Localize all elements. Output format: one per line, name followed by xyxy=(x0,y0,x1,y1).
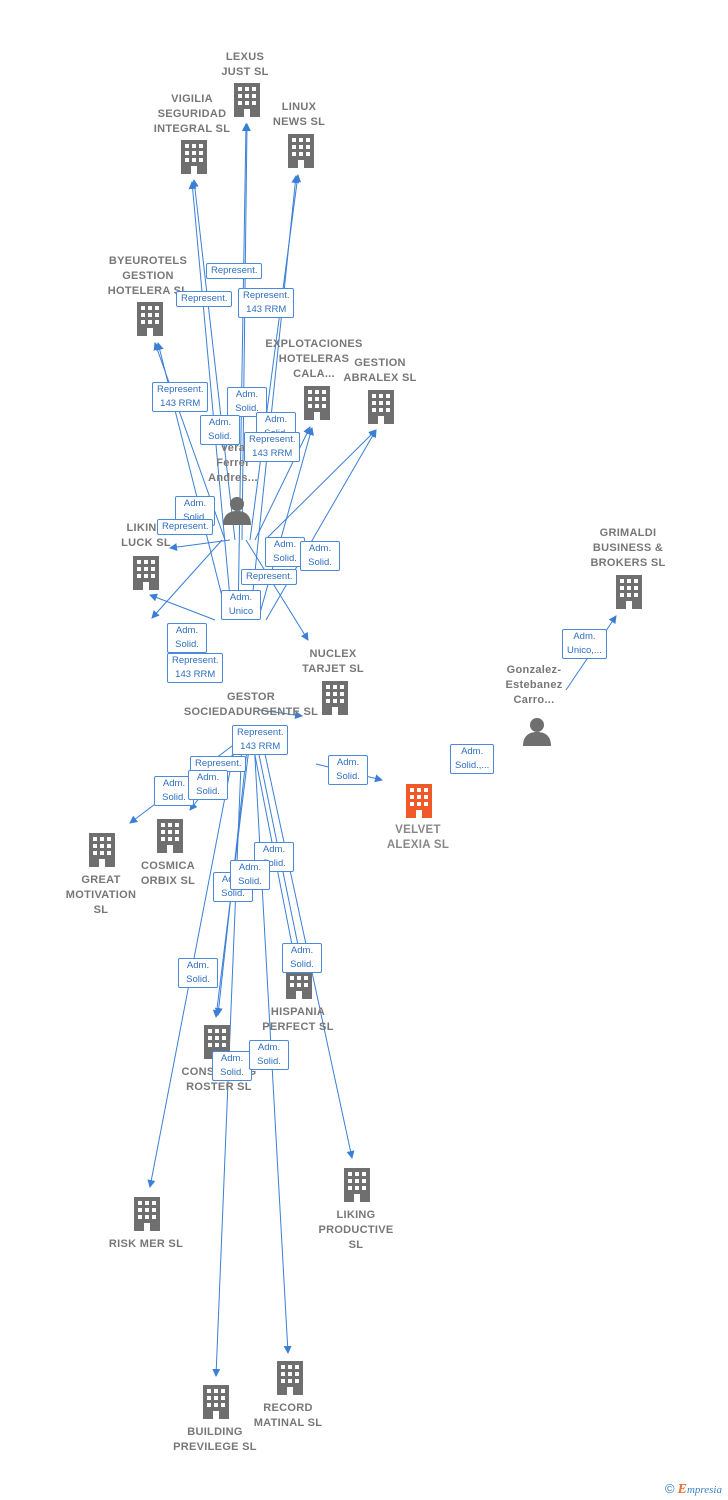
relationship-badge[interactable]: Represent. 143 RRM xyxy=(167,653,224,683)
copyright-icon: © xyxy=(664,1481,675,1496)
company-building-icon[interactable] xyxy=(304,386,330,420)
relationship-badge[interactable]: Adm. Solid. xyxy=(167,623,207,653)
edge-line xyxy=(264,429,377,541)
relationship-badge[interactable]: Represent. 143 RRM xyxy=(244,432,301,462)
company-name-label[interactable]: LIKING PRODUCTIVE SL xyxy=(318,1209,394,1251)
company-name-label[interactable]: COSMICA ORBIX SL xyxy=(140,860,196,887)
edge-line xyxy=(259,709,303,719)
brand-footer: © Empresia xyxy=(665,1481,722,1498)
focus-company-building-icon[interactable] xyxy=(406,784,432,818)
brand-name[interactable]: mpresia xyxy=(686,1484,722,1496)
relationship-badge[interactable]: Represent. xyxy=(176,291,233,307)
edge-line xyxy=(169,539,231,552)
company-building-icon[interactable] xyxy=(133,556,159,590)
edge-line xyxy=(190,179,236,541)
relationship-badge[interactable]: Represent. xyxy=(241,569,298,585)
relationship-badge[interactable]: Adm. Unico,... xyxy=(562,629,607,659)
company-building-icon[interactable] xyxy=(134,1197,160,1231)
company-name-label[interactable]: RISK MER SL xyxy=(108,1238,184,1250)
company-name-label[interactable]: LEXUS JUST SL xyxy=(221,51,269,78)
company-name-label[interactable]: VIGILIA SEGURIDAD INTEGRAL SL xyxy=(153,93,231,135)
company-name-label[interactable]: BUILDING PREVILEGE SL xyxy=(173,1426,257,1453)
edges-layer xyxy=(129,123,617,1377)
company-building-icon[interactable] xyxy=(181,140,207,174)
person-icon[interactable] xyxy=(223,497,251,525)
company-name-label[interactable]: GESTION ABRALEX SL xyxy=(343,357,417,384)
relationship-badge[interactable]: Adm. Solid. xyxy=(328,755,368,785)
company-building-icon[interactable] xyxy=(368,390,394,424)
relationship-badge[interactable]: Adm. Solid. xyxy=(254,842,294,872)
company-name-label[interactable]: EXPLOTACIONES HOTELERAS CALA... xyxy=(265,338,363,380)
company-name-label[interactable]: GREAT MOTIVATION SL xyxy=(65,874,137,916)
edge-line xyxy=(237,123,250,621)
company-name-label[interactable]: VELVET ALEXIA SL xyxy=(386,824,450,851)
relationship-badge[interactable]: Adm. Solid. xyxy=(230,860,270,890)
person-name-label[interactable]: Vera Ferrer Andres... xyxy=(208,442,258,484)
company-building-icon[interactable] xyxy=(344,1168,370,1202)
person-icon[interactable] xyxy=(523,718,551,746)
relationship-badge[interactable]: Adm. Solid. xyxy=(154,776,194,806)
relationship-badge[interactable]: Adm. Solid. xyxy=(178,958,218,988)
company-name-label[interactable]: GESTOR SOCIEDADURGENTE SL xyxy=(183,691,319,718)
edge-line xyxy=(188,181,233,621)
relationship-badge[interactable]: Adm. Solid. xyxy=(265,537,305,567)
relationship-badge[interactable]: Adm. Unico xyxy=(221,590,261,620)
company-name-label[interactable]: RECORD MATINAL SL xyxy=(253,1402,323,1429)
company-building-icon[interactable] xyxy=(616,575,642,609)
edge-line xyxy=(151,539,223,619)
relationship-badge[interactable]: Represent. 143 RRM xyxy=(152,382,209,412)
edge-line xyxy=(254,426,311,541)
company-building-icon[interactable] xyxy=(288,134,314,168)
company-name-label[interactable]: BYEUROTELS GESTION HOTELERA SL xyxy=(107,255,188,297)
relationship-badge[interactable]: Adm. Solid. xyxy=(300,541,340,571)
edge-line xyxy=(249,175,300,621)
relationship-badge[interactable]: Represent. 143 RRM xyxy=(238,288,295,318)
relationship-badge[interactable]: Represent. xyxy=(157,519,214,535)
company-name-label[interactable]: GRIMALDI BUSINESS & BROKERS SL xyxy=(590,527,666,569)
relationship-badge[interactable]: Adm. Solid. xyxy=(249,1040,289,1070)
edge-line xyxy=(265,429,377,621)
company-building-icon[interactable] xyxy=(137,302,163,336)
edge-line xyxy=(149,593,216,621)
relationship-badge[interactable]: Represent. 143 RRM xyxy=(232,725,289,755)
relationship-badge[interactable]: Adm. Solid.,... xyxy=(450,744,495,774)
company-name-label[interactable]: HISPANIA PERFECT SL xyxy=(262,1006,334,1033)
edge-line xyxy=(257,427,314,621)
relationship-badge[interactable]: Represent. xyxy=(206,263,263,279)
company-name-label[interactable]: LIKING LUCK SL xyxy=(121,522,171,549)
relationship-badge[interactable]: Adm. Solid. xyxy=(188,770,228,800)
brand-logo-e: E xyxy=(677,1482,687,1497)
relationship-badge[interactable]: Adm. Solid. xyxy=(212,1051,252,1081)
company-name-label[interactable]: NUCLEX TARJET SL xyxy=(302,648,364,675)
company-name-label[interactable]: LINUX NEWS SL xyxy=(272,101,326,128)
relationship-badge[interactable]: Adm. Solid. xyxy=(200,415,240,445)
company-building-icon[interactable] xyxy=(157,819,183,853)
relationship-badge[interactable]: Adm. Solid. xyxy=(282,943,322,973)
person-name-label[interactable]: Gonzalez- Estebanez Carro... xyxy=(505,664,563,706)
edge-line xyxy=(241,123,251,541)
company-building-icon[interactable] xyxy=(277,1361,303,1395)
